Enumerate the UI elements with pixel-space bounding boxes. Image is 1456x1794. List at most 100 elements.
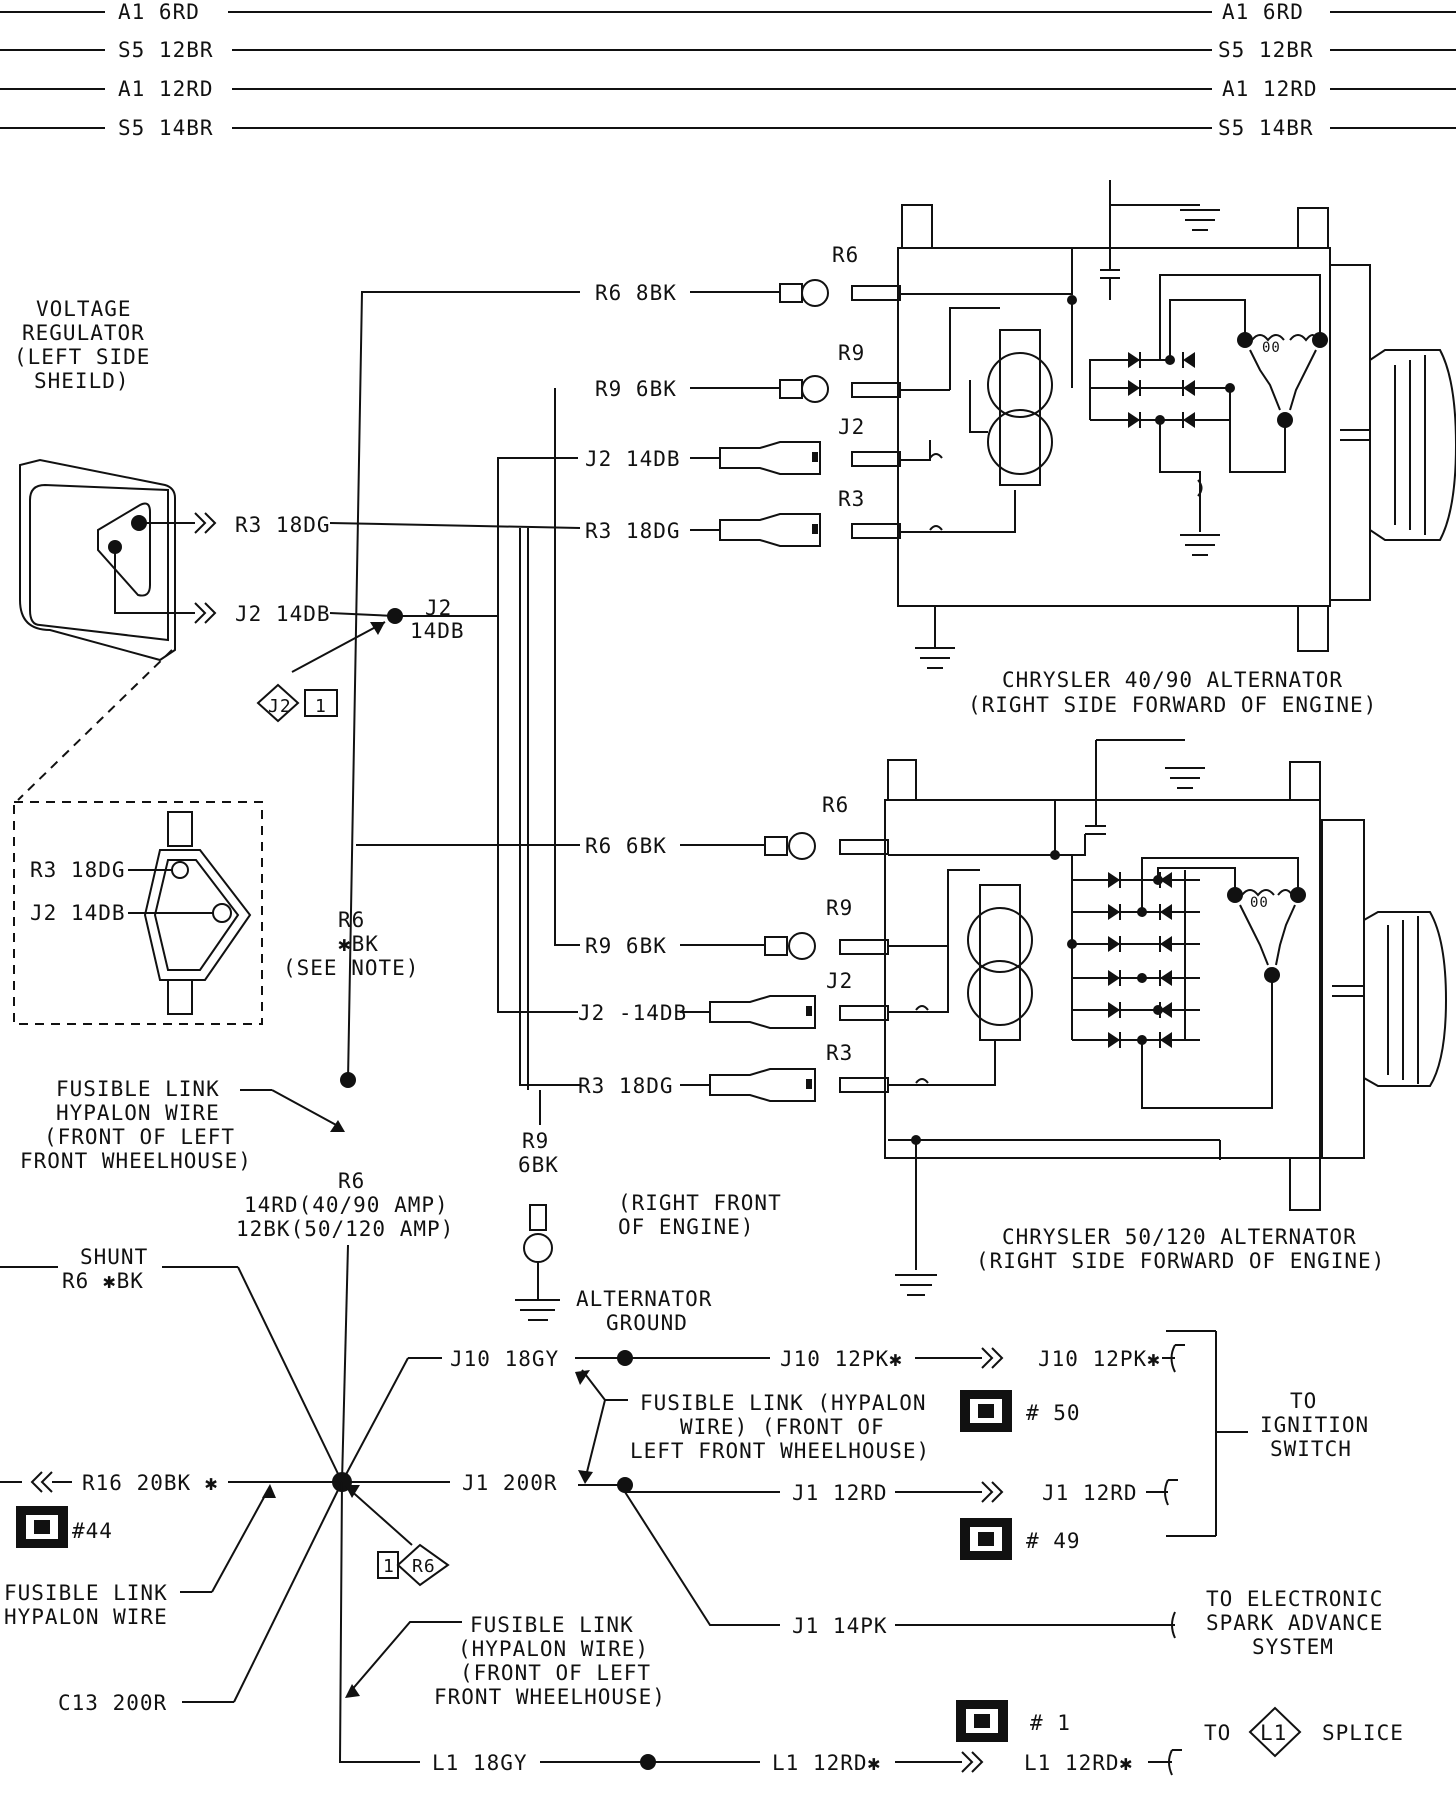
fusible-left-4: FRONT WHEELHOUSE) (20, 1149, 252, 1173)
shunt-1: SHUNT (80, 1245, 148, 1269)
bus-left-3: A1 12RD (118, 77, 214, 101)
j1-conn: # 49 (1026, 1529, 1081, 1553)
alt2-r3-wire: R3 18DG (578, 1074, 674, 1098)
alt2-term-r3: R3 (826, 1041, 853, 1065)
r6-note: R6 ✱BK (SEE NOTE) (283, 908, 418, 980)
alt2-subtitle: (RIGHT SIDE FORWARD OF ENGINE) (976, 1249, 1385, 1273)
alt1-title: CHRYSLER 40/90 ALTERNATOR (1002, 668, 1343, 692)
l1-wire: L1 18GY (432, 1751, 528, 1775)
hub-splice: SHUNT R6 ✱BK J10 18GY J10 12PK✱ J10 12PK… (0, 1244, 1404, 1776)
fusible-hyp-1: FUSIBLE LINK (4, 1581, 168, 1605)
fusible-mid-2: WIRE) (FRONT OF (680, 1415, 885, 1439)
fusible-mid-3: LEFT FRONT WHEELHOUSE) (630, 1439, 930, 1463)
alternator-ground: R9 6BK (RIGHT FRONT OF ENGINE) ALTERNATO… (515, 1129, 782, 1335)
esa-3: SYSTEM (1252, 1635, 1334, 1659)
r6-note-2: ✱BK (338, 932, 379, 956)
alt2-term-r9: R9 (826, 896, 853, 920)
esa-2: SPARK ADVANCE (1206, 1611, 1383, 1635)
alt1-r9-wire: R9 6BK (595, 377, 677, 401)
fusible-hyp-2: HYPALON WIRE (4, 1605, 168, 1629)
splice-j2-line1: J2 (425, 596, 452, 620)
bus-right-4: S5 14BR (1218, 116, 1314, 140)
shunt-2: R6 ✱BK (62, 1269, 144, 1293)
fusible-bottom-2: (HYPALON WIRE) (458, 1637, 649, 1661)
alt2-term-j2: J2 (826, 969, 853, 993)
alt1-subtitle: (RIGHT SIDE FORWARD OF ENGINE) (968, 693, 1377, 717)
r6-note-1: R6 (338, 908, 365, 932)
ignition-2: IGNITION (1260, 1413, 1369, 1437)
bus-right-3: A1 12RD (1222, 77, 1318, 101)
ground-loc-1: (RIGHT FRONT (618, 1191, 782, 1215)
r16-conn: #44 (72, 1519, 113, 1543)
j1-wire: J1 200R (462, 1471, 558, 1495)
inset-j2: J2 14DB (30, 901, 126, 925)
fusible-bottom-4: FRONT WHEELHOUSE) (434, 1685, 666, 1709)
c13-wire: C13 200R (58, 1691, 167, 1715)
j10-mid: J10 12PK✱ (780, 1347, 903, 1371)
regulator-title-3: (LEFT SIDE (14, 345, 150, 369)
l1-mid: L1 12RD✱ (772, 1751, 881, 1775)
fusible-left-3: (FRONT OF LEFT (44, 1125, 235, 1149)
j1-pk: J1 14PK (792, 1614, 888, 1638)
alt2-title: CHRYSLER 50/120 ALTERNATOR (1002, 1225, 1357, 1249)
alt1-term-r3: R3 (838, 487, 865, 511)
r6-amp: R6 14RD(40/90 AMP) 12BK(50/120 AMP) (236, 1169, 454, 1241)
j10-end: J10 12PK✱ (1038, 1347, 1161, 1371)
r6-amp-2: 14RD(40/90 AMP) (244, 1193, 449, 1217)
j10-conn: # 50 (1026, 1401, 1081, 1425)
bus-left-4: S5 14BR (118, 116, 214, 140)
splice-r6-right: R6 (412, 1556, 436, 1577)
fusible-left: FUSIBLE LINK HYPALON WIRE (FRONT OF LEFT… (20, 1077, 345, 1173)
alt1-r6-wire: R6 8BK (595, 281, 677, 305)
splice-l1-pre: TO (1204, 1721, 1231, 1745)
ground-wire-2: 6BK (518, 1153, 559, 1177)
alt2-r6-wire: R6 6BK (585, 834, 667, 858)
j1-mid: J1 12RD (792, 1481, 888, 1505)
splice-j2-tag-left: J2 (268, 696, 292, 717)
r6-amp-1: R6 (338, 1169, 365, 1193)
ignition-1: TO (1290, 1389, 1317, 1413)
fusible-left-1: FUSIBLE LINK (56, 1077, 220, 1101)
regulator-out-j2: J2 14DB (235, 602, 331, 626)
trunk-wires (340, 291, 580, 1125)
alt1-term-j2: J2 (838, 415, 865, 439)
alt1-r3-wire: R3 18DG (585, 519, 681, 543)
splice-j2-line2: 14DB (410, 619, 465, 643)
alt2-term-r6: R6 (822, 793, 849, 817)
splice-r6-left: 1 (383, 1556, 395, 1577)
voltage-regulator: VOLTAGE REGULATOR (LEFT SIDE SHEILD) R3 … (13, 297, 581, 1025)
alt1-term-r6: R6 (832, 243, 859, 267)
splice-l1-post: SPLICE (1322, 1721, 1404, 1745)
fusible-bottom-1: FUSIBLE LINK (470, 1613, 634, 1637)
ignition-3: SWITCH (1270, 1437, 1352, 1461)
alt1-j2-wire: J2 14DB (585, 447, 681, 471)
regulator-out-r3: R3 18DG (235, 513, 331, 537)
alt1-term-r9: R9 (838, 341, 865, 365)
j1-end: J1 12RD (1042, 1481, 1138, 1505)
splice-j2: J2 14DB J2 1 (256, 596, 498, 723)
esa-1: TO ELECTRONIC (1206, 1587, 1383, 1611)
alternator-50-120: R6 6BK R9 6BK J2 -14DB R3 18DG R6 R9 J2 … (578, 739, 1448, 1296)
alt2-stator-mark: 00 (1250, 895, 1269, 911)
alt2-j2-wire: J2 -14DB (578, 1001, 687, 1025)
ground-loc-2: OF ENGINE) (618, 1215, 754, 1239)
bus-left-2: S5 12BR (118, 38, 214, 62)
r6-amp-3: 12BK(50/120 AMP) (236, 1217, 454, 1241)
alternator-40-90: R6 8BK R9 6BK J2 14DB R3 18DG R6 R9 J2 R… (585, 180, 1456, 717)
r16-wire: R16 20BK ✱ (82, 1471, 218, 1495)
j10-wire: J10 18GY (450, 1347, 559, 1371)
ground-wire-1: R9 (522, 1129, 549, 1153)
ground-label-2: GROUND (606, 1311, 688, 1335)
fusible-left-2: HYPALON WIRE (56, 1101, 220, 1125)
top-bus: A1 6RD A1 6RD S5 12BR S5 12BR A1 12RD A1… (0, 0, 1456, 140)
regulator-title-4: SHEILD) (34, 369, 130, 393)
l1-conn: # 1 (1030, 1711, 1071, 1735)
l1-end: L1 12RD✱ (1024, 1751, 1133, 1775)
regulator-title-1: VOLTAGE (36, 297, 132, 321)
splice-j2-tag-right: 1 (315, 696, 327, 717)
splice-l1-tag: L1 (1260, 1721, 1287, 1745)
fusible-mid-1: FUSIBLE LINK (HYPALON (640, 1391, 927, 1415)
ground-label-1: ALTERNATOR (576, 1287, 712, 1311)
alt2-r9-wire: R9 6BK (585, 934, 667, 958)
